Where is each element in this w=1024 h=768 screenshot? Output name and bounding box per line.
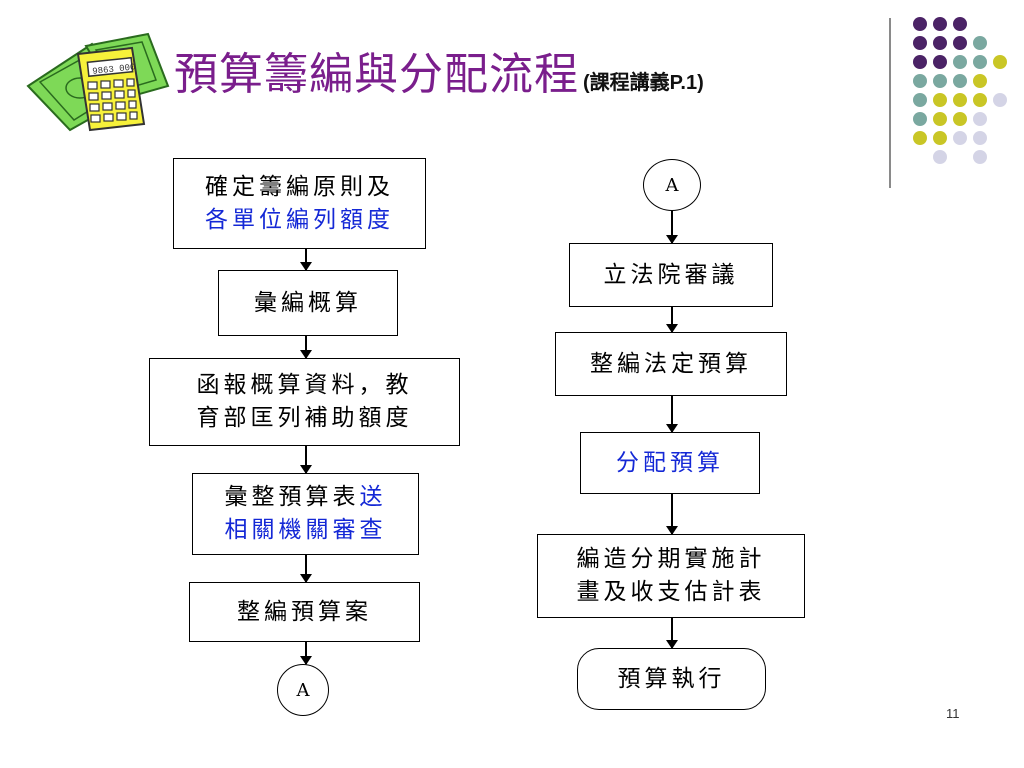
flow-arrow (666, 211, 678, 244)
flow-box-text: 彙編概算 (254, 289, 362, 316)
flow-box-text: 整編法定預算 (590, 350, 752, 377)
flow-arrow (666, 494, 678, 535)
flow-box-text: 分配預算 (616, 449, 724, 476)
flow-arrow (300, 642, 312, 665)
flow-box-report-estimate: 函報概算資料，教 育部匡列補助額度 (149, 358, 460, 446)
flow-box-text: 函報概算資料，教 (196, 372, 413, 398)
flow-box-review: 彙整預算表送 相關機關審查 (192, 473, 419, 555)
flow-arrow (300, 446, 312, 474)
flow-box-statutory-budget: 整編法定預算 (555, 332, 787, 396)
flow-box-principles: 確定籌編原則及 各單位編列額度 (173, 158, 426, 249)
flow-box-text: 預算執行 (617, 665, 726, 692)
divider-line (889, 18, 891, 188)
connector-label: A (665, 174, 679, 196)
connector-a-left: A (277, 664, 329, 716)
flow-box-compile-estimate: 彙編概算 (218, 270, 398, 336)
flow-box-text: 確定籌編原則及 (205, 173, 394, 200)
calculator-display: 9863 000 (92, 62, 136, 76)
flow-arrow (666, 307, 678, 333)
flow-box-budget-proposal: 整編預算案 (189, 582, 420, 642)
connector-a-right: A (643, 159, 701, 211)
flow-box-text: 相關機關審查 (224, 517, 387, 543)
flow-box-text: 育部匡列補助額度 (196, 405, 413, 431)
flow-box-text: 各單位編列額度 (205, 206, 394, 233)
money-calculator-icon: 9863 000 (22, 26, 172, 140)
flow-box-allocate-budget: 分配預算 (580, 432, 760, 494)
flow-box-legislative-review: 立法院審議 (569, 243, 773, 307)
connector-label: A (296, 679, 310, 701)
flow-box-text: 畫及收支估計表 (576, 579, 766, 605)
flow-arrow (666, 396, 678, 433)
flow-box-text: 編造分期實施計 (576, 546, 766, 572)
title-sub: (課程講義P.1) (583, 72, 704, 94)
flow-arrow (300, 336, 312, 359)
flow-box-text: 立法院審議 (603, 261, 739, 288)
flow-box-text: 整編預算案 (237, 598, 372, 625)
flow-arrow (300, 555, 312, 583)
flow-arrow (666, 618, 678, 649)
flow-box-text: 彙整預算表送 (224, 484, 387, 510)
slide-title: 預算籌編與分配流程(課程講義P.1) (174, 38, 704, 102)
page-number: 11 (946, 706, 960, 721)
flow-box-execute-budget: 預算執行 (577, 648, 766, 710)
title-main: 預算籌編與分配流程 (174, 49, 579, 100)
flow-arrow (300, 249, 312, 271)
flow-box-installment-plan: 編造分期實施計 畫及收支估計表 (537, 534, 805, 618)
